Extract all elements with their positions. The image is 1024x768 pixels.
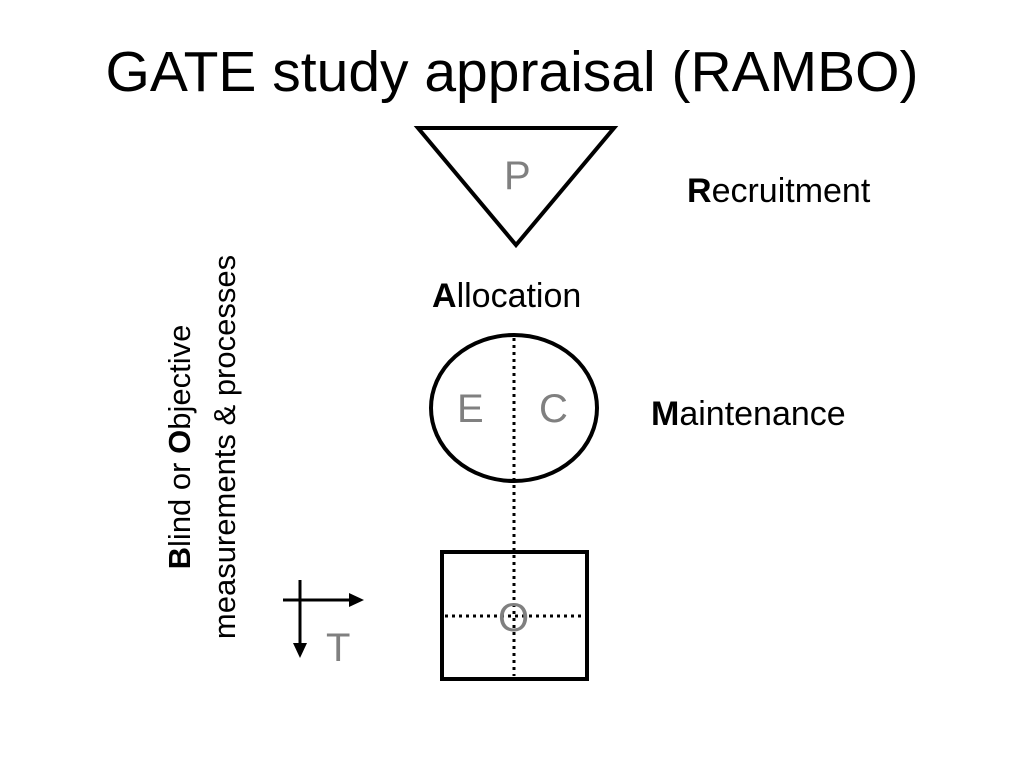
maintenance-label: Maintenance — [651, 397, 846, 431]
population-triangle — [413, 126, 619, 249]
slide-title: GATE study appraisal (RAMBO) — [105, 40, 919, 104]
population-letter: P — [504, 154, 531, 198]
comparison-letter: C — [539, 387, 568, 431]
objective-rest: bjective — [162, 324, 197, 430]
recruitment-label: Recruitment — [687, 174, 870, 208]
exposure-letter: E — [457, 387, 484, 431]
blind-objective-line2: measurements & processes — [207, 254, 242, 640]
blind-rest: lind or — [162, 453, 197, 547]
maintenance-rest: aintenance — [679, 395, 846, 433]
outcome-letter: O — [498, 596, 530, 640]
recruitment-initial: R — [687, 172, 712, 210]
time-letter: T — [326, 626, 351, 670]
objective-initial: O — [162, 429, 197, 454]
outcome-box — [440, 550, 589, 681]
time-axis-icon — [283, 580, 364, 658]
allocation-rest: llocation — [456, 277, 582, 315]
allocation-initial: A — [432, 277, 457, 315]
allocation-label: Allocation — [432, 279, 581, 313]
recruitment-rest: ecruitment — [711, 172, 871, 210]
blind-objective-line1: Blind or Objective — [157, 255, 202, 639]
blind-initial: B — [162, 546, 197, 570]
maintenance-initial: M — [651, 395, 680, 433]
